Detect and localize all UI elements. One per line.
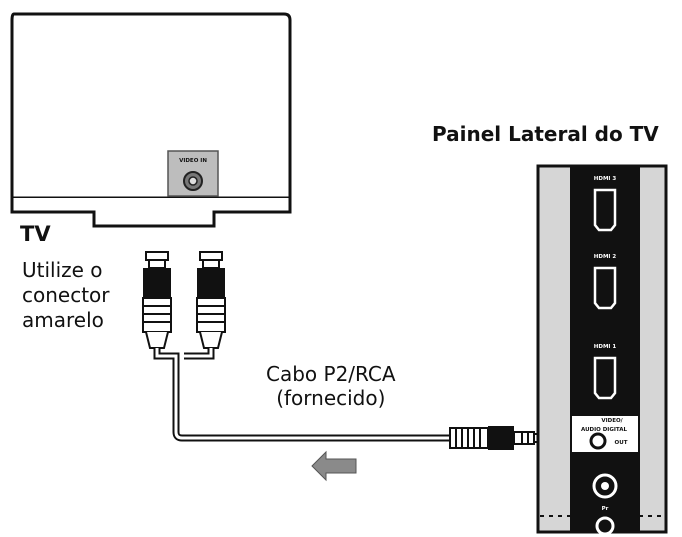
tv-note-line-2: conector (22, 283, 110, 307)
side-panel-title: Painel Lateral do TV (432, 122, 659, 146)
cable-supplied-note: (fornecido) (276, 386, 386, 410)
tv-illustration: VIDEO IN (10, 12, 292, 228)
tv-note-line-3: amarelo (22, 308, 104, 332)
pr-jack-lower (595, 516, 615, 536)
hdmi1-label: HDMI 1 (594, 344, 617, 350)
pr-jack-core (601, 482, 609, 490)
arrow-left-icon (311, 450, 357, 482)
hdmi1-port (593, 356, 617, 400)
hdmi2-port (593, 266, 617, 310)
video-in-jack-core (188, 176, 198, 186)
tv-title: TV (20, 222, 51, 246)
rca-plug-left (142, 251, 172, 349)
video-out-jack (589, 432, 607, 450)
tv-connector-note: Utilize o conector amarelo (22, 258, 110, 333)
video-out-label-line2: AUDIO DIGITAL (581, 427, 628, 433)
cable-wire (153, 348, 452, 442)
rca-plug-right (196, 251, 226, 349)
side-panel: HDMI 3 HDMI 2 HDMI 1 VIDEO/ AUDIO DIGITA… (536, 164, 668, 536)
hdmi3-port (593, 188, 617, 232)
video-out-label-line1: VIDEO/ (601, 418, 623, 424)
video-out-label-line3: OUT (615, 440, 628, 446)
hdmi3-label: HDMI 3 (594, 176, 617, 182)
cable-name: Cabo P2/RCA (266, 362, 396, 386)
hdmi2-label: HDMI 2 (594, 254, 617, 260)
tv-note-line-1: Utilize o (22, 258, 103, 282)
pr-label: Pr (602, 506, 609, 512)
tv-body (10, 12, 292, 200)
tv-stand (10, 198, 292, 228)
cable-label: Cabo P2/RCA (fornecido) (266, 362, 396, 410)
video-in-port-label: VIDEO IN (179, 158, 207, 164)
